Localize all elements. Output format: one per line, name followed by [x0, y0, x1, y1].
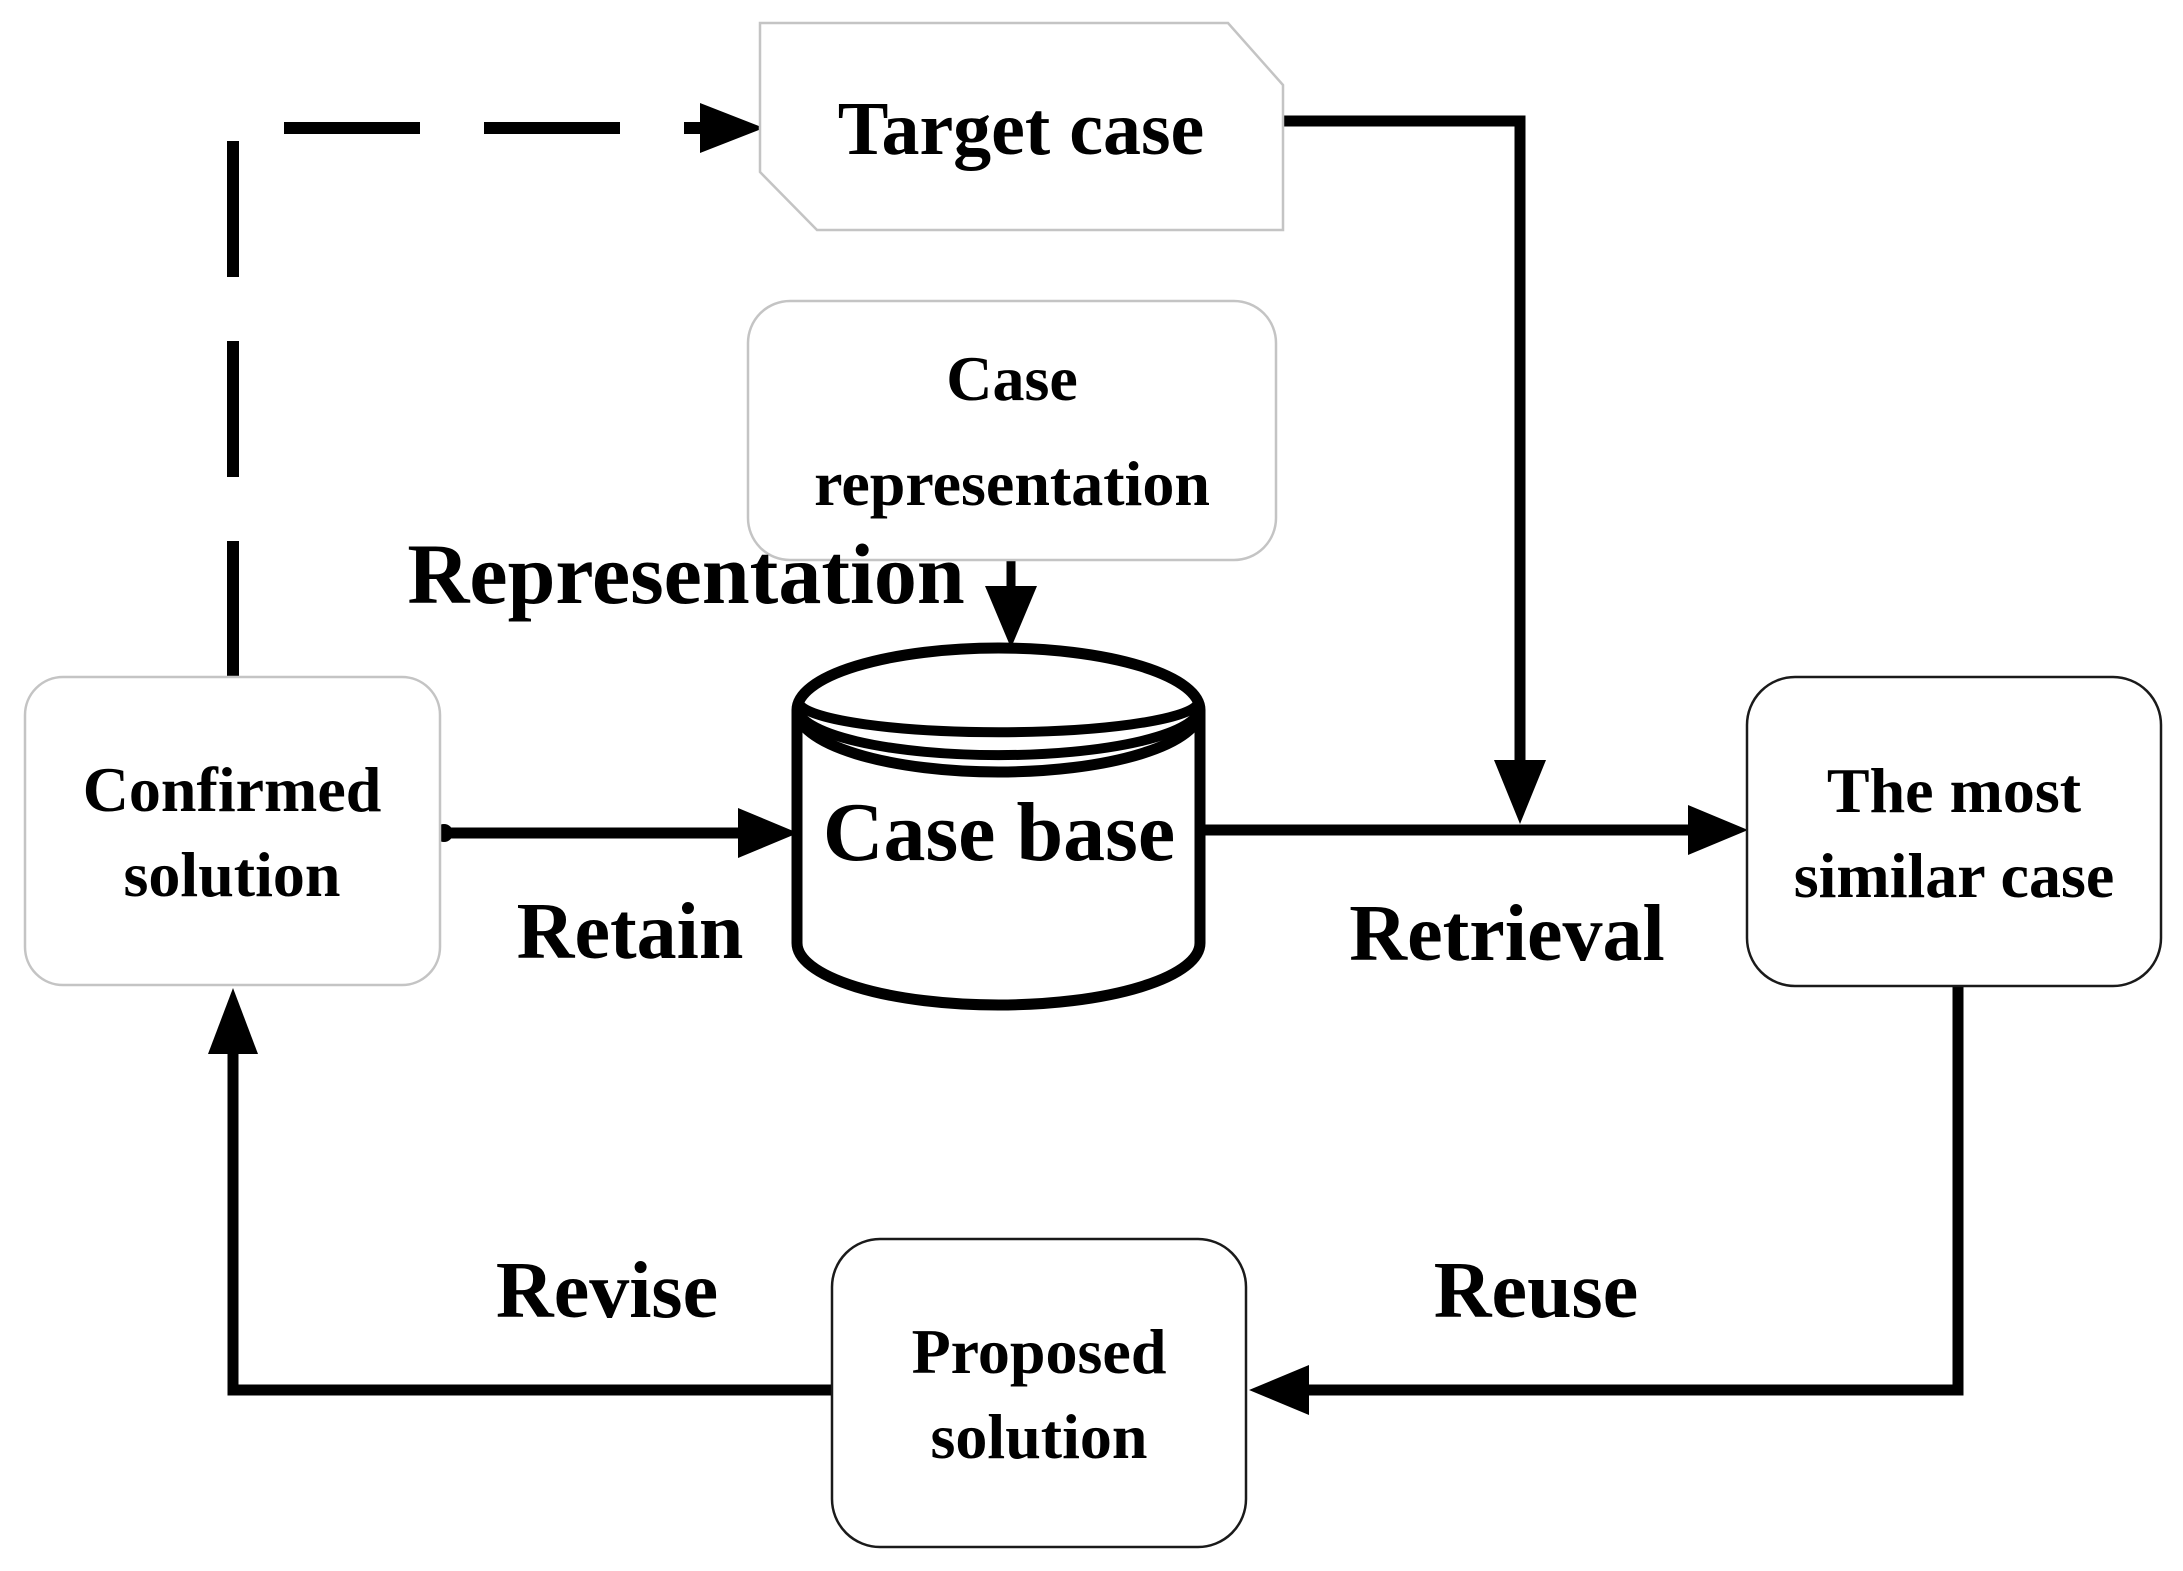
- target-case-shape: [758, 21, 1285, 232]
- proposed-solution-label-line1: Proposed: [912, 1316, 1167, 1387]
- most-similar-case-label-line2: similar case: [1794, 840, 2115, 911]
- most-similar-case-shape: [1745, 675, 2163, 988]
- edge-confirmed-to-target-dashed: [227, 122, 700, 677]
- edge-reuse: [1305, 986, 1964, 1396]
- arrowhead-into-target-case: [700, 103, 764, 153]
- arrowhead-into-casebase-top: [985, 586, 1037, 648]
- label-reuse: Reuse: [1434, 1247, 1638, 1335]
- arrowhead-retrieval: [1688, 805, 1748, 855]
- case-representation-node: Case representation: [746, 299, 1278, 562]
- arrowhead-retain: [738, 808, 798, 858]
- label-retain: Retain: [517, 888, 744, 976]
- proposed-solution-node: Proposed solution: [830, 1237, 1248, 1549]
- case-representation-shape: [746, 299, 1278, 562]
- label-retrieval: Retrieval: [1349, 890, 1664, 978]
- proposed-solution-label-line2: solution: [931, 1401, 1148, 1472]
- arrowhead-down-onto-retrieval: [1494, 760, 1546, 824]
- case-base-ring-1: [796, 701, 1201, 738]
- label-revise: Revise: [496, 1247, 718, 1335]
- arrowhead-reuse: [1249, 1365, 1309, 1415]
- target-case-label: Target case: [838, 87, 1205, 171]
- proposed-solution-shape: [830, 1237, 1248, 1549]
- arrowhead-revise: [208, 988, 258, 1054]
- edge-revise: [227, 1050, 832, 1396]
- case-representation-label-line2: representation: [814, 448, 1210, 519]
- case-representation-label-line1: Case: [946, 343, 1078, 414]
- case-base-cylinder-body: [791, 710, 1206, 1011]
- confirmed-solution-node: Confirmed solution: [23, 675, 442, 987]
- case-base-ring-2: [793, 707, 1204, 761]
- confirmed-solution-shape: [23, 675, 442, 987]
- most-similar-case-node: The most similar case: [1745, 675, 2163, 988]
- label-representation: Representation: [407, 526, 964, 622]
- most-similar-case-label-line1: The most: [1827, 755, 2082, 826]
- target-case-node: Target case: [758, 21, 1285, 232]
- case-base-label: Case base: [823, 786, 1175, 879]
- confirmed-solution-label-line2: solution: [124, 839, 341, 910]
- edge-target-to-retrieval: [1283, 115, 1526, 762]
- case-base-node: Case base: [791, 642, 1206, 1011]
- confirmed-solution-label-line1: Confirmed: [83, 754, 382, 825]
